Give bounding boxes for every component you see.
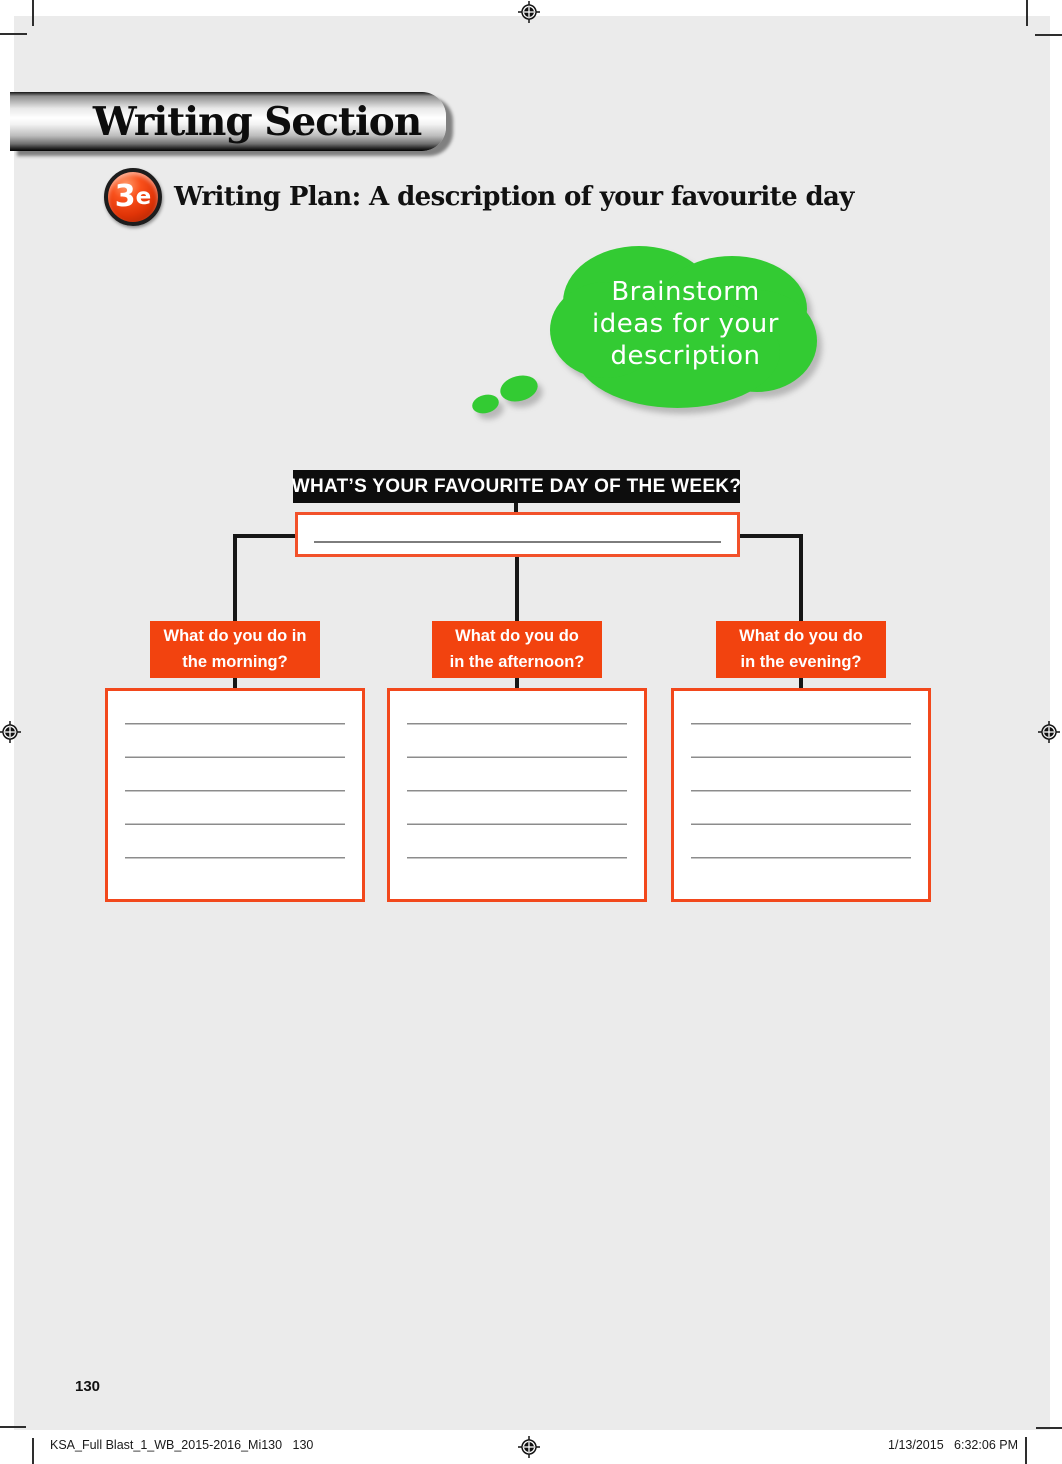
section-banner: Writing Section — [10, 92, 446, 151]
connector-line — [233, 534, 237, 688]
registration-mark-icon — [1038, 721, 1060, 743]
writing-lines — [125, 691, 345, 886]
badge-letter: e — [135, 183, 152, 210]
connector-line — [515, 534, 519, 688]
crop-mark — [1026, 0, 1028, 26]
crop-mark — [32, 0, 34, 26]
footer-timestamp: 1/13/2015 6:32:06 PM — [888, 1438, 1018, 1452]
favourite-day-answer-field[interactable] — [295, 512, 740, 557]
branch-label-afternoon: What do you do in the afternoon? — [432, 621, 602, 678]
connector-line — [514, 503, 518, 514]
crop-mark — [0, 1426, 26, 1428]
section-title: Writing Section — [92, 98, 422, 145]
branch-label-morning: What do you do in the morning? — [150, 621, 320, 678]
crop-mark — [0, 33, 27, 35]
branch-label-evening: What do you do in the evening? — [716, 621, 886, 678]
thought-bubble: Brainstorm ideas for your description — [470, 238, 820, 416]
crop-mark — [1036, 1427, 1062, 1429]
registration-mark-icon — [0, 721, 21, 743]
badge-number: 3 — [114, 179, 136, 214]
exercise-title-lead: Writing Plan: — [174, 182, 361, 212]
evening-answer-box[interactable] — [671, 688, 931, 902]
registration-mark-icon — [518, 1, 540, 23]
exercise-title-rest: A description of your favourite day — [360, 182, 854, 212]
crop-mark — [32, 1438, 34, 1464]
question-text: WHAT’S YOUR FAVOURITE DAY OF THE WEEK? — [291, 475, 742, 497]
connector-line — [799, 534, 803, 688]
crop-mark — [1035, 34, 1062, 36]
page-number: 130 — [75, 1378, 101, 1395]
writing-line — [314, 541, 721, 543]
morning-answer-box[interactable] — [105, 688, 365, 902]
crop-mark — [1025, 1437, 1027, 1464]
writing-lines — [407, 691, 627, 886]
writing-lines — [691, 691, 911, 886]
bubble-lobe — [550, 282, 662, 378]
bubble-text: Brainstorm ideas for your description — [592, 277, 779, 372]
registration-mark-icon — [518, 1436, 540, 1458]
exercise-title: Writing Plan: A description of your favo… — [174, 182, 854, 212]
footer-filename: KSA_Full Blast_1_WB_2015-2016_Mi130 130 — [50, 1438, 314, 1452]
afternoon-answer-box[interactable] — [387, 688, 647, 902]
question-banner: WHAT’S YOUR FAVOURITE DAY OF THE WEEK? — [291, 470, 742, 503]
